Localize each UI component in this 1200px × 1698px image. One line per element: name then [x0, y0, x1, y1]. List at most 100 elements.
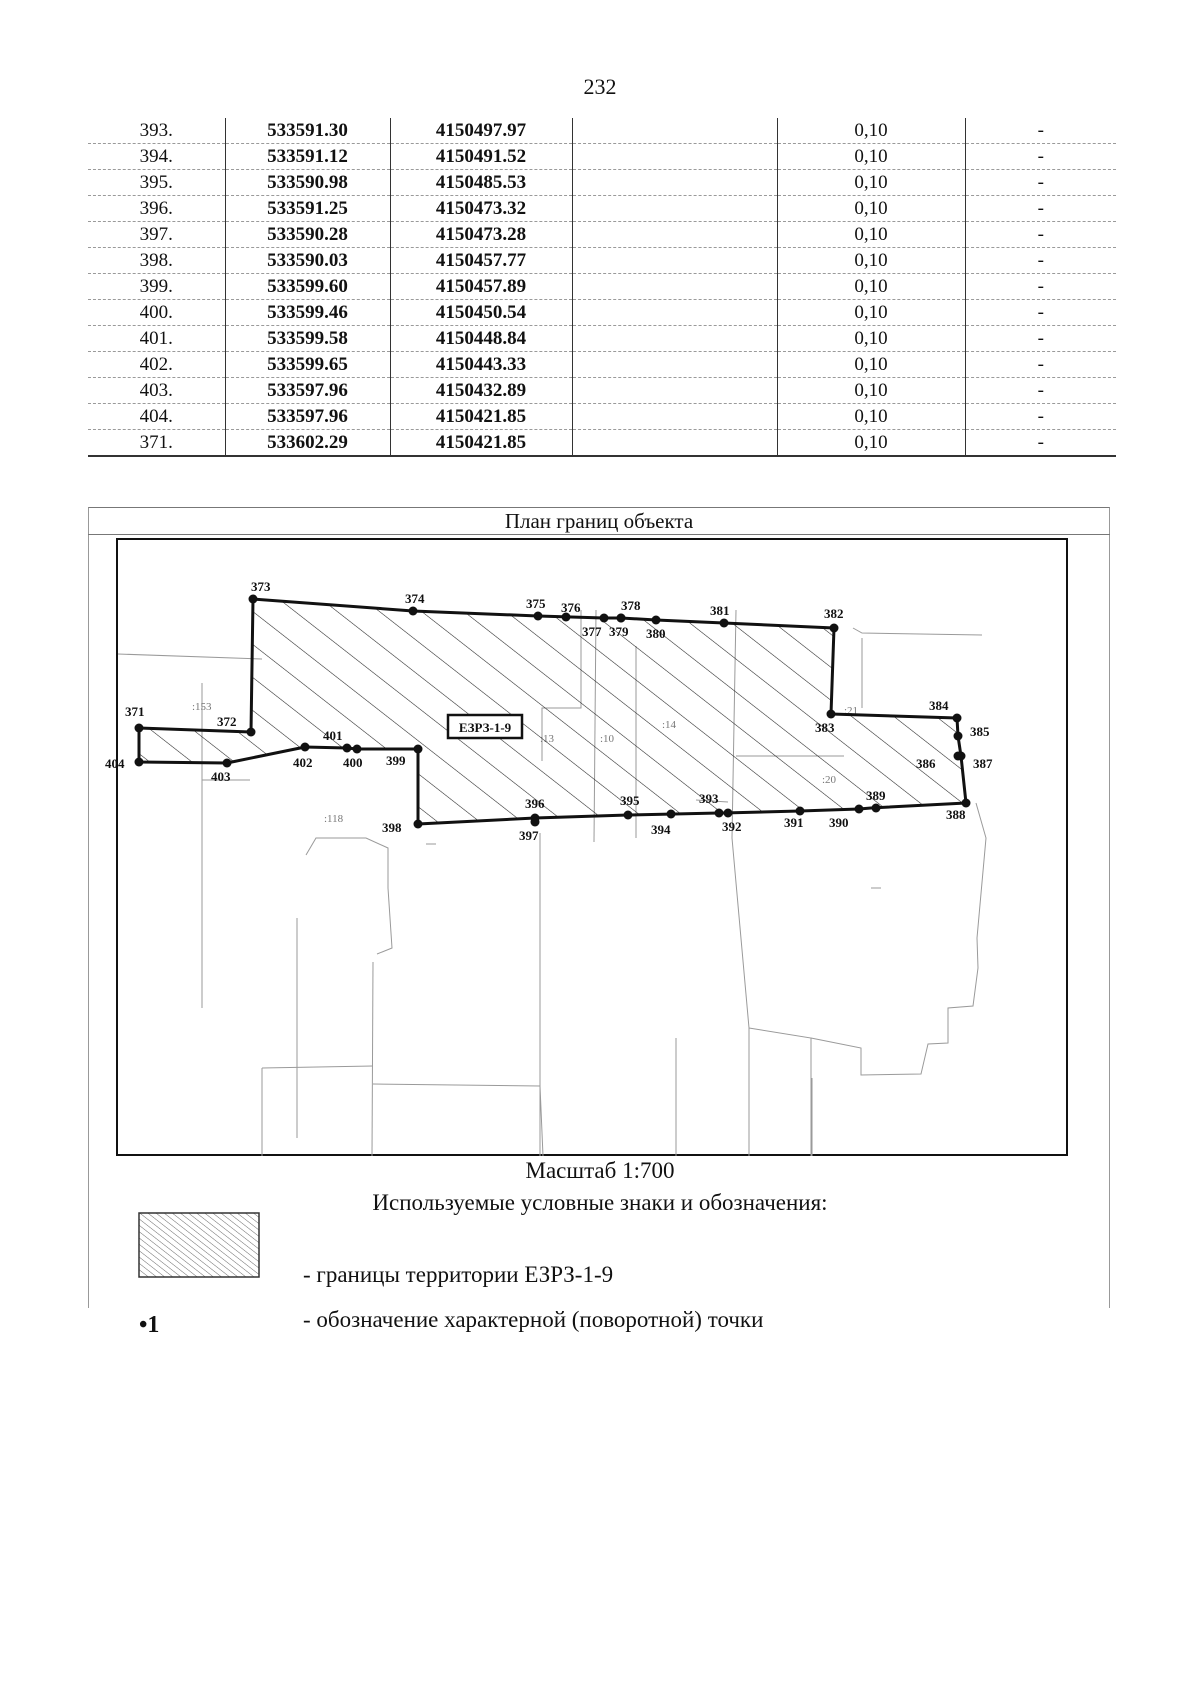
turning-point-label: 394 — [651, 822, 671, 837]
turning-point-marker — [956, 751, 966, 761]
legend-hatch-swatch — [138, 1212, 260, 1278]
accuracy-cell: 0,10 — [776, 299, 965, 326]
note-cell: - — [964, 143, 1116, 170]
accuracy-cell: 0,10 — [776, 403, 965, 430]
turning-point-label: 395 — [620, 793, 640, 808]
turning-point-label: 387 — [973, 756, 993, 771]
turning-point-label: 383 — [815, 720, 835, 735]
blank-cell — [571, 247, 777, 274]
accuracy-cell: 0,10 — [776, 143, 965, 170]
turning-point-marker — [714, 808, 724, 818]
accuracy-cell: 0,10 — [776, 429, 965, 457]
parcel-label: :118 — [324, 813, 344, 825]
note-cell: - — [964, 325, 1116, 352]
turning-point-marker — [246, 727, 256, 737]
blank-cell — [571, 325, 777, 352]
point-number-cell: 398. — [88, 247, 225, 274]
point-number-cell: 396. — [88, 195, 225, 222]
turning-point-marker — [829, 623, 839, 633]
note-cell: - — [964, 221, 1116, 248]
zone-label-box — [446, 713, 524, 740]
turning-point-marker — [599, 613, 609, 623]
turning-point-label: 378 — [621, 598, 641, 613]
y-coordinate-cell: 4150473.28 — [389, 221, 572, 248]
accuracy-cell: 0,10 — [776, 247, 965, 274]
x-coordinate-cell: 533599.46 — [224, 299, 390, 326]
y-coordinate-cell: 4150443.33 — [389, 351, 572, 378]
turning-point-label: 373 — [251, 579, 271, 594]
turning-point-label: 392 — [722, 819, 742, 834]
x-coordinate-cell: 533599.60 — [224, 273, 390, 300]
point-number-cell: 371. — [88, 429, 225, 457]
turning-point-marker — [134, 723, 144, 733]
map-scale: Масштаб 1:700 — [525, 1158, 675, 1183]
note-cell: - — [964, 247, 1116, 274]
blank-cell — [571, 195, 777, 222]
page-number: 232 — [583, 74, 617, 99]
note-cell: - — [964, 118, 1116, 144]
turning-point-label: 371 — [125, 704, 145, 719]
turning-point-marker — [134, 757, 144, 767]
turning-point-label: 384 — [929, 698, 949, 713]
accuracy-cell: 0,10 — [776, 377, 965, 404]
x-coordinate-cell: 533590.28 — [224, 221, 390, 248]
y-coordinate-cell: 4150457.89 — [389, 273, 572, 300]
blank-cell — [571, 403, 777, 430]
note-cell: - — [964, 351, 1116, 378]
turning-point-label: 390 — [829, 815, 849, 830]
turning-point-label: 382 — [824, 606, 844, 621]
turning-point-label: 385 — [970, 724, 990, 739]
turning-point-label: 374 — [405, 591, 425, 606]
point-number-cell: 399. — [88, 273, 225, 300]
x-coordinate-cell: 533599.58 — [224, 325, 390, 352]
point-number-cell: 394. — [88, 143, 225, 170]
y-coordinate-cell: 4150497.97 — [389, 118, 572, 144]
turning-point-marker — [352, 744, 362, 754]
note-cell: - — [964, 429, 1116, 457]
accuracy-cell: 0,10 — [776, 351, 965, 378]
zone-label: ЕЗРЗ-1-9 — [459, 720, 512, 735]
y-coordinate-cell: 4150421.85 — [389, 429, 572, 457]
turning-point-label: 402 — [293, 755, 313, 770]
legend-item-boundary: - границы территории ЕЗРЗ-1-9 — [303, 1262, 614, 1287]
legend-title: Используемые условные знаки и обозначени… — [372, 1190, 828, 1215]
point-number-cell: 402. — [88, 351, 225, 378]
x-coordinate-cell: 533591.12 — [224, 143, 390, 170]
blank-cell — [571, 143, 777, 170]
turning-point-marker — [561, 612, 571, 622]
turning-point-marker — [616, 613, 626, 623]
turning-point-label: 388 — [946, 807, 966, 822]
territory-boundary-ezrz-1-9 — [137, 597, 968, 826]
turning-point-marker — [533, 611, 543, 621]
note-cell: - — [964, 273, 1116, 300]
blank-cell — [571, 221, 777, 248]
point-number-cell: 400. — [88, 299, 225, 326]
legend-item-turning-point: - обозначение характерной (поворотной) т… — [303, 1307, 764, 1332]
boundary-plan-map: :153 :13 :10 :14 :21 :20 :118 3733743753… — [105, 538, 1068, 1157]
y-coordinate-cell: 4150448.84 — [389, 325, 572, 352]
turning-point-label: 397 — [519, 828, 539, 843]
turning-point-label: 404 — [105, 756, 125, 771]
turning-point-marker — [666, 809, 676, 819]
turning-point-marker — [795, 806, 805, 816]
note-cell: - — [964, 169, 1116, 196]
turning-point-label: 389 — [866, 788, 886, 803]
turning-point-marker — [854, 804, 864, 814]
turning-point-marker — [723, 808, 733, 818]
y-coordinate-cell: 4150473.32 — [389, 195, 572, 222]
turning-point-marker — [953, 731, 963, 741]
y-coordinate-cell: 4150485.53 — [389, 169, 572, 196]
plan-frame — [88, 507, 1110, 1308]
x-coordinate-cell: 533597.96 — [224, 377, 390, 404]
point-number-cell: 401. — [88, 325, 225, 352]
turning-point-marker — [342, 743, 352, 753]
point-number-cell: 393. — [88, 118, 225, 144]
turning-point-label: 396 — [525, 796, 545, 811]
